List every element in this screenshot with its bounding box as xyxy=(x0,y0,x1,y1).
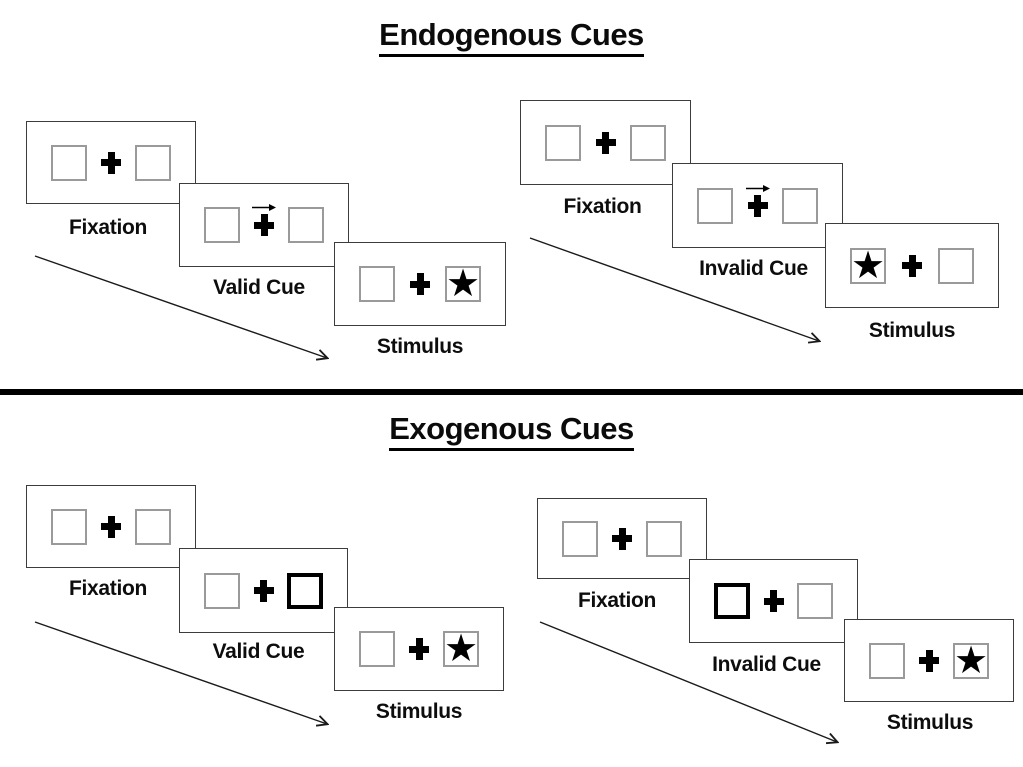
fixation-cross-icon xyxy=(410,273,430,295)
placeholder-box xyxy=(135,144,171,181)
section-title-endogenous: Endogenous Cues xyxy=(0,17,1023,57)
fixation-cross-icon xyxy=(254,214,274,236)
target-star-icon: ★ xyxy=(953,637,989,682)
endogenous-valid-stimulus-panel: ★ xyxy=(334,242,506,326)
stimulus-box: ★ xyxy=(850,242,886,287)
exogenous-valid-fixation-panel xyxy=(26,485,196,568)
panel-caption: Fixation xyxy=(68,216,148,239)
fixation-cross-icon xyxy=(595,131,616,154)
sequence-arrow-icon xyxy=(34,255,327,358)
panel-caption: Valid Cue xyxy=(213,276,305,299)
placeholder-box xyxy=(359,266,395,302)
fixation-cross-icon xyxy=(612,527,632,550)
endogenous-valid-fixation-panel xyxy=(26,121,196,204)
target-star-icon: ★ xyxy=(850,242,886,287)
fixation-cross-icon xyxy=(253,579,274,602)
exogenous-invalid-cue-panel xyxy=(689,559,858,643)
endogenous-valid-cue-panel xyxy=(179,183,349,267)
stimulus-box: ★ xyxy=(445,261,481,305)
fixation-cross-icon xyxy=(919,649,939,672)
exogenous-invalid-fixation-panel xyxy=(537,498,707,579)
section-title-exogenous: Exogenous Cues xyxy=(0,411,1023,451)
placeholder-box xyxy=(204,572,240,609)
placeholder-box xyxy=(51,144,87,181)
cue-highlight-box xyxy=(287,572,323,609)
endogenous-invalid-stimulus-panel: ★ xyxy=(825,223,999,308)
panel-caption: Invalid Cue xyxy=(699,257,808,280)
placeholder-box xyxy=(288,207,324,243)
fixation-cross-icon xyxy=(747,194,768,217)
placeholder-box xyxy=(135,508,171,545)
panel-caption: Stimulus xyxy=(868,319,956,342)
placeholder-box xyxy=(359,631,395,667)
cue-arrow-icon xyxy=(745,184,770,192)
fixation-cross-icon xyxy=(101,151,121,174)
endogenous-invalid-fixation-panel xyxy=(520,100,691,185)
fixation-cross-icon xyxy=(101,515,121,538)
panel-caption: Valid Cue xyxy=(212,640,305,663)
placeholder-box xyxy=(782,187,818,224)
endogenous-invalid-cue-panel xyxy=(672,163,843,248)
placeholder-box xyxy=(938,247,974,284)
fixation-cross-icon xyxy=(409,638,429,660)
placeholder-box xyxy=(646,520,682,557)
target-star-icon: ★ xyxy=(443,626,479,670)
exogenous-invalid-stimulus-panel: ★ xyxy=(844,619,1014,702)
stimulus-box: ★ xyxy=(443,626,479,670)
placeholder-box xyxy=(630,124,666,161)
fixation-cross-icon xyxy=(763,590,784,612)
target-star-icon: ★ xyxy=(445,261,481,305)
cue-highlight-box xyxy=(714,583,750,619)
sequence-arrow-icon xyxy=(529,237,819,341)
panel-caption: Fixation xyxy=(68,577,148,600)
fixation-cross-icon xyxy=(902,254,922,277)
placeholder-box xyxy=(51,508,87,545)
sequence-arrow-icon xyxy=(539,621,837,742)
panel-caption: Stimulus xyxy=(375,700,463,723)
placeholder-box xyxy=(797,583,833,619)
section-divider xyxy=(0,389,1023,395)
panel-caption: Invalid Cue xyxy=(712,653,821,676)
stimulus-box: ★ xyxy=(953,637,989,682)
panel-caption: Fixation xyxy=(577,589,657,612)
placeholder-box xyxy=(562,520,598,557)
exogenous-valid-stimulus-panel: ★ xyxy=(334,607,504,691)
placeholder-box xyxy=(204,207,240,243)
panel-caption: Stimulus xyxy=(376,335,464,358)
placeholder-box xyxy=(697,187,733,224)
panel-caption: Fixation xyxy=(563,195,642,218)
cue-arrow-icon xyxy=(252,204,276,211)
panel-caption: Stimulus xyxy=(886,711,974,734)
placeholder-box xyxy=(545,124,581,161)
sequence-arrow-icon xyxy=(34,621,327,724)
exogenous-valid-cue-panel xyxy=(179,548,348,633)
placeholder-box xyxy=(869,642,905,679)
